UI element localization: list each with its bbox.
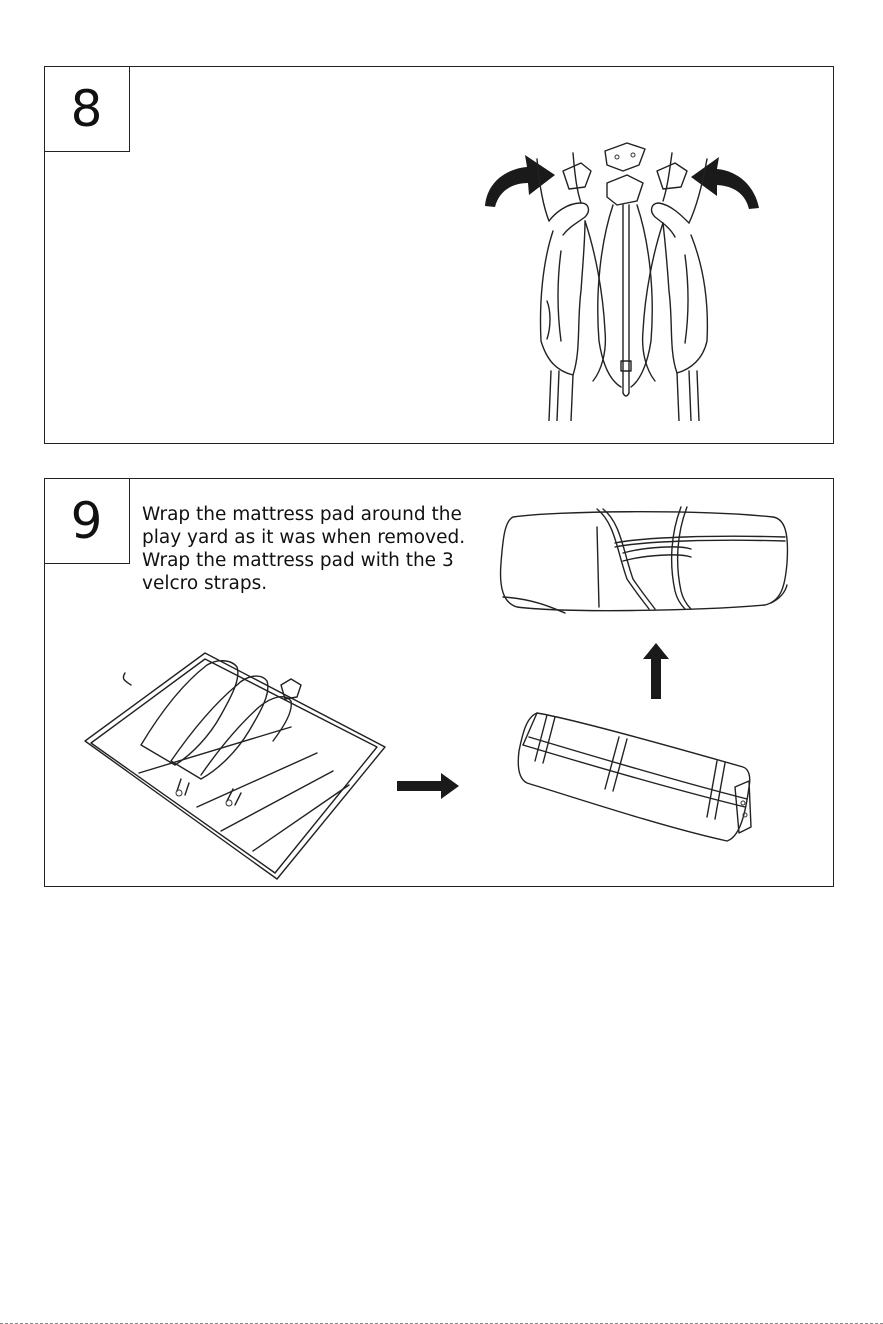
- curved-arrow-left-icon: [485, 155, 555, 207]
- arrow-up-icon: [643, 643, 669, 699]
- instruction-line: Wrap the mattress pad around the: [142, 503, 472, 526]
- instruction-line: play yard as it was when removed.: [142, 526, 472, 549]
- instruction-line: velcro straps.: [142, 572, 472, 595]
- instruction-line: Wrap the mattress pad with the 3: [142, 549, 472, 572]
- curved-arrow-right-icon: [691, 157, 759, 209]
- mattress-pad-wrap-illustration: [81, 645, 391, 883]
- step-number-badge: 8: [44, 66, 130, 152]
- arrow-right-icon: [397, 773, 459, 799]
- step-8-panel: 8: [44, 66, 834, 444]
- carry-bag-illustration: [495, 503, 795, 623]
- wrapped-bundle-illustration: [513, 707, 753, 847]
- step-number-badge: 9: [44, 478, 130, 564]
- folded-play-yard-illustration: [477, 131, 767, 421]
- step-9-panel: 9 Wrap the mattress pad around the play …: [44, 478, 834, 887]
- step-9-instruction: Wrap the mattress pad around the play ya…: [142, 503, 472, 595]
